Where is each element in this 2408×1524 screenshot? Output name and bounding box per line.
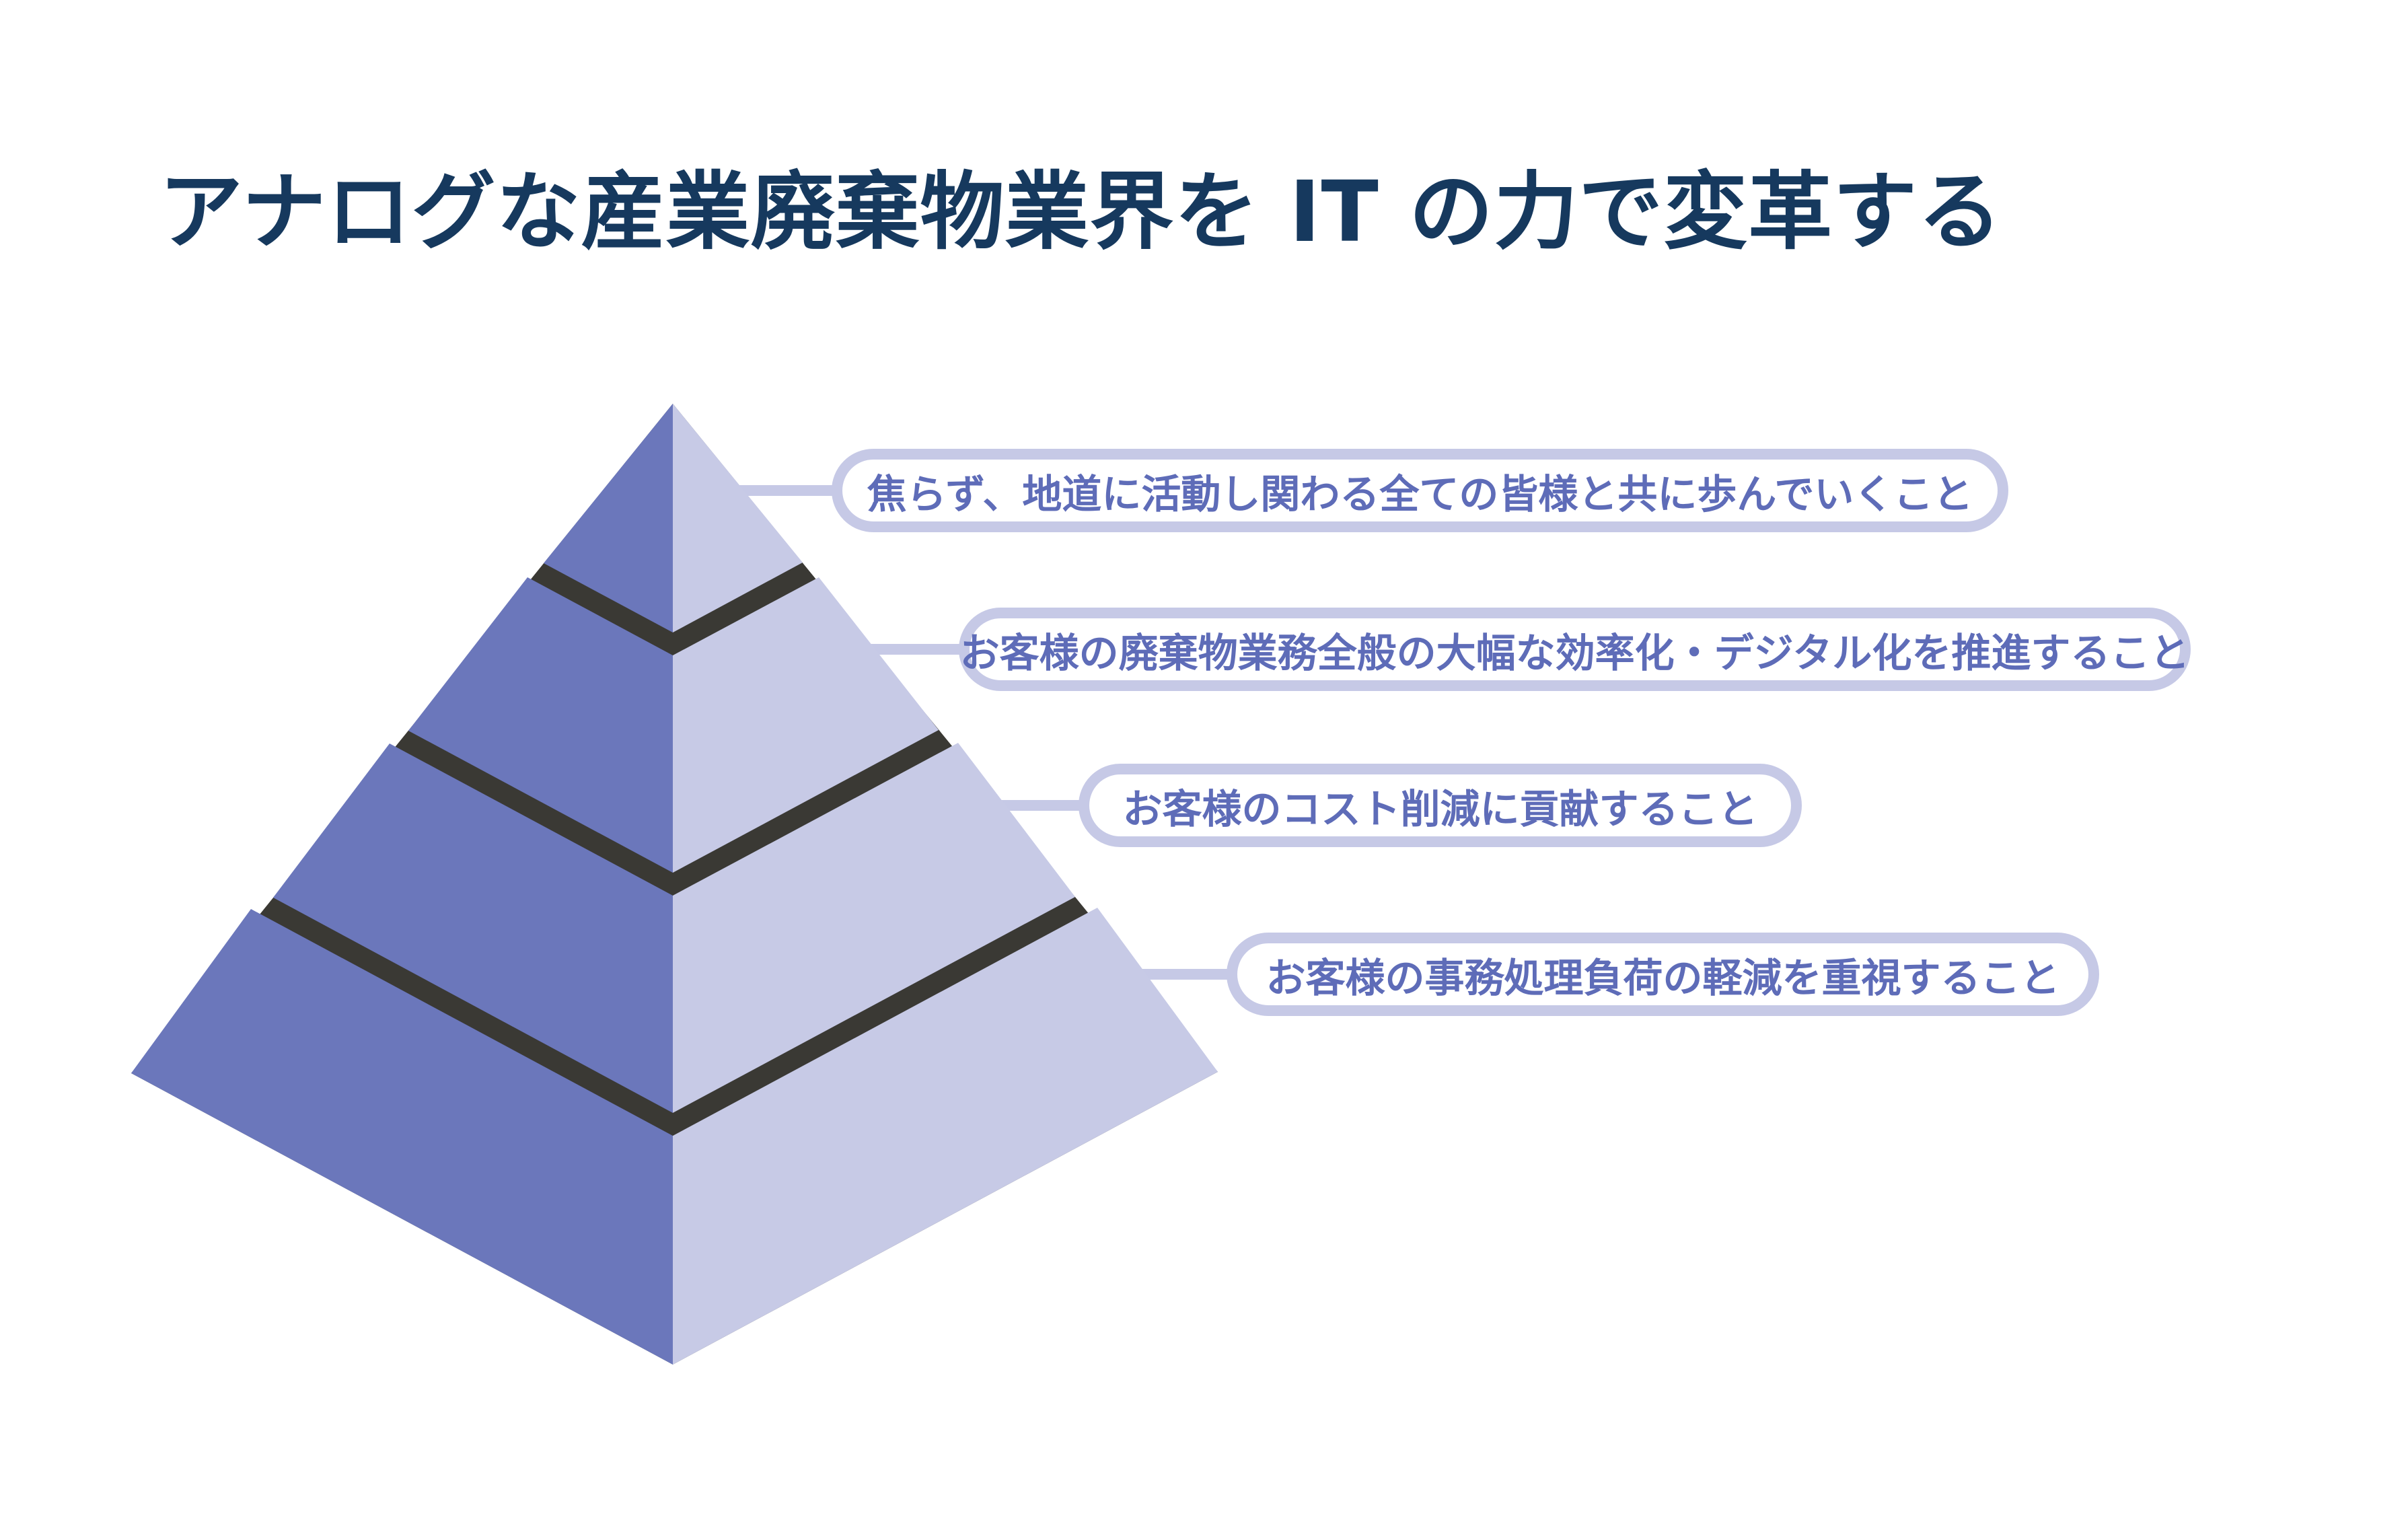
connector-line-3	[989, 800, 1090, 811]
pyramid-tier-1-right-face	[673, 404, 803, 632]
callout-label-level-4: お客様の事務処理負荷の軽減を重視すること	[1266, 954, 2060, 1001]
connector-line-1	[737, 485, 844, 496]
callout-pill-level-4: お客様の事務処理負荷の軽減を重視すること	[1227, 933, 2099, 1016]
connector-line-2	[861, 644, 972, 655]
callout-label-level-2: お客様の廃棄物業務全般の大幅な効率化・デジタル化を推進すること	[959, 629, 2190, 676]
callout-pill-level-2: お客様の廃棄物業務全般の大幅な効率化・デジタル化を推進すること	[959, 608, 2191, 691]
callout-pill-level-3: お客様のコスト削減に貢献すること	[1079, 764, 1802, 847]
page-title: アナログな産業廃棄物業界を IT の力で変革する	[159, 164, 2003, 261]
callout-label-level-3: お客様のコスト削減に貢献すること	[1122, 785, 1758, 832]
pyramid-tier-4-right-face	[673, 908, 1218, 1365]
callout-pill-level-1: 焦らず、地道に活動し関わる全ての皆様と共に歩んでいくこと	[832, 449, 2008, 532]
callout-label-level-1: 焦らず、地道に活動し関わる全ての皆様と共に歩んでいくこと	[867, 470, 1973, 517]
pyramid-tier-2-left-face	[408, 577, 673, 873]
pyramid-tier-3-right-face	[673, 743, 1075, 1113]
pyramid-tier-1-left-face	[544, 404, 673, 632]
pyramid-tier-4-left-face	[131, 909, 673, 1365]
connector-line-4	[1127, 969, 1238, 980]
pyramid-tier-3-left-face	[273, 743, 673, 1113]
pyramid-tier-2-right-face	[673, 577, 939, 873]
